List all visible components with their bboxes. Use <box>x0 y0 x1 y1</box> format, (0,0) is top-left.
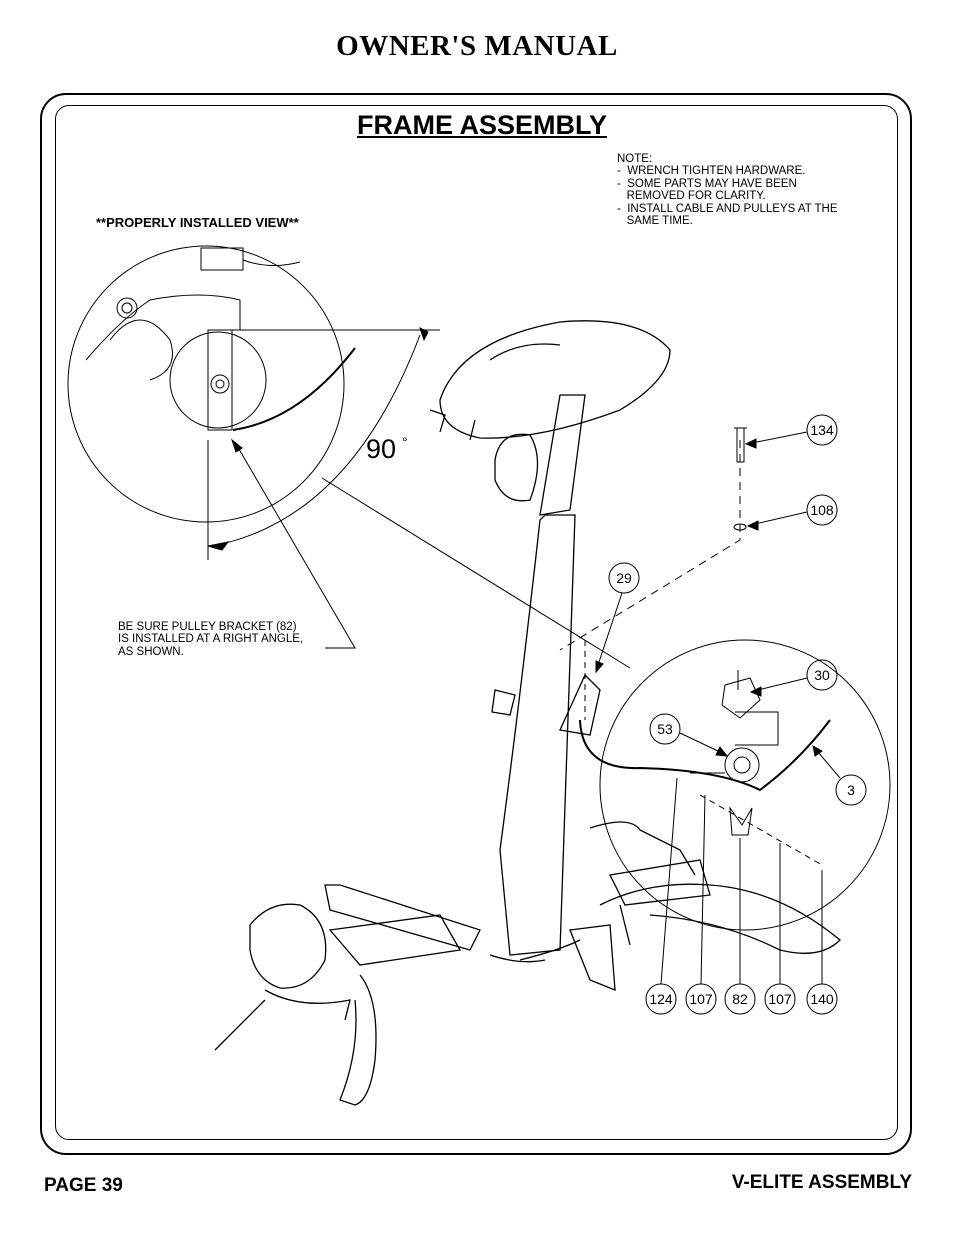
callout-82-label: 82 <box>732 991 748 1007</box>
callout-3-label: 3 <box>847 782 855 798</box>
callout-108-label: 108 <box>810 502 834 518</box>
callout-53 <box>649 713 729 757</box>
page-frame-inner <box>55 105 898 1140</box>
callout-134-label: 134 <box>810 422 834 438</box>
callout-107-b-label: 107 <box>768 991 792 1007</box>
angle-value: 90 <box>366 434 397 464</box>
callout-29-label: 29 <box>616 570 632 586</box>
callout-108 <box>746 494 838 531</box>
callout-107-a <box>685 794 717 1015</box>
section-title: FRAME ASSEMBLY <box>356 110 608 140</box>
instruction-leader <box>235 443 356 649</box>
callout-140 <box>806 870 838 1015</box>
callout-124-label: 124 <box>649 991 673 1007</box>
angle-unit: ° <box>402 434 408 450</box>
bracket-instruction: BE SURE PULLEY BRACKET (82) IS INSTALLED… <box>118 621 304 658</box>
callout-3 <box>812 745 867 806</box>
callout-30 <box>749 659 838 697</box>
page-number: PAGE 39 <box>44 1175 123 1196</box>
callout-107-b <box>764 843 796 1015</box>
assembly-note: NOTE: - WRENCH TIGHTEN HARDWARE. - SOME … <box>617 153 838 228</box>
callout-29 <box>595 562 640 674</box>
callout-107-a-label: 107 <box>689 991 713 1007</box>
detail-view-label: **PROPERLY INSTALLED VIEW** <box>96 215 299 230</box>
callout-134 <box>744 414 838 449</box>
page-frame-outer <box>40 93 912 1155</box>
machine-frame <box>214 320 841 1106</box>
callout-140-label: 140 <box>810 991 834 1007</box>
pulley-detail-circle <box>579 639 891 931</box>
callout-124 <box>645 777 678 1015</box>
manual-title: OWNER'S MANUAL <box>336 30 618 62</box>
detail-circle <box>67 245 440 560</box>
footer-section-name: V-ELITE ASSEMBLY <box>731 1172 912 1193</box>
callout-53-label: 53 <box>657 721 673 737</box>
callout-82 <box>724 838 756 1015</box>
callout-30-label: 30 <box>814 667 830 683</box>
